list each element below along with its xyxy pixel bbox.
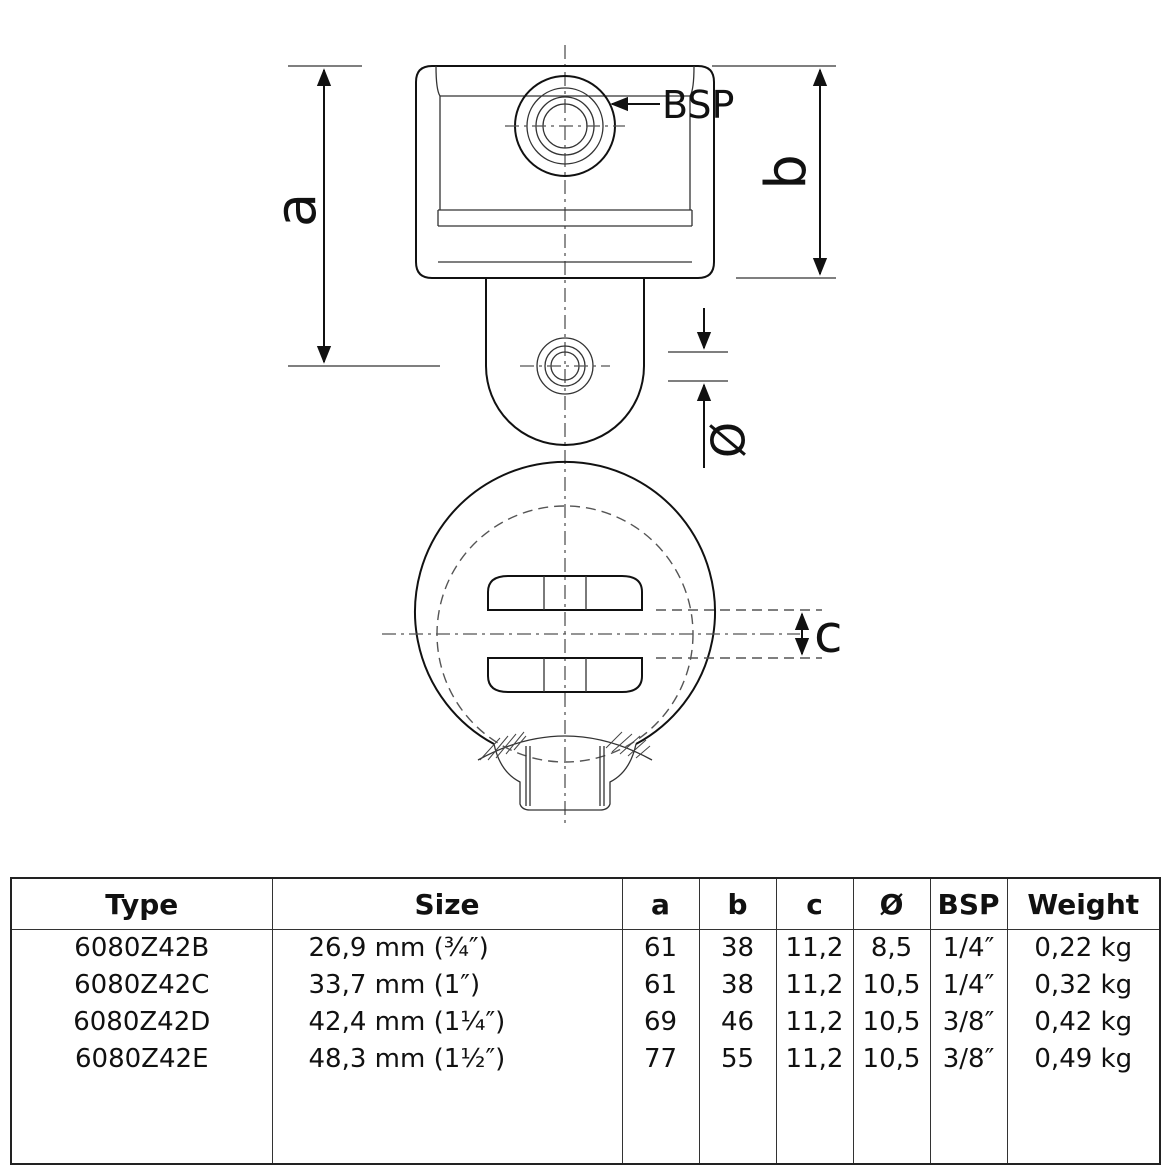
table-row: 6080Z42D 42,4 mm (1¼″) 69 46 11,2 10,5 3… xyxy=(12,1004,1159,1041)
header-c: c xyxy=(775,879,853,930)
cell-size: 33,7 mm (1″) xyxy=(271,967,622,1004)
cell-type: 6080Z42E xyxy=(75,1044,209,1074)
empty-cell xyxy=(12,1078,272,1163)
cell-size: 48,3 mm (1½″) xyxy=(271,1041,622,1078)
header-b: b xyxy=(698,879,776,930)
cell-c: 11,2 xyxy=(775,929,853,967)
cell-b: 38 xyxy=(698,929,776,967)
dimension-a-label: a xyxy=(264,193,329,227)
empty-cell xyxy=(852,1078,930,1163)
dimension-b: b xyxy=(712,65,836,279)
cell-a: 77 xyxy=(621,1041,699,1078)
header-size: Size xyxy=(271,879,622,930)
spec-table: Type Size a b c Ø BSP Weight 6080Z42B 26… xyxy=(10,877,1161,1165)
cell-b: 38 xyxy=(698,967,776,1004)
empty-cell xyxy=(1006,1078,1159,1163)
cell-bsp: 3/8″ xyxy=(929,1004,1007,1041)
bsp-callout: BSP xyxy=(610,83,734,127)
cell-bsp: 1/4″ xyxy=(929,929,1007,967)
table-row: 6080Z42B 26,9 mm (¾″) 61 38 11,2 8,5 1/4… xyxy=(12,929,1159,967)
cell-b: 55 xyxy=(698,1041,776,1078)
dimension-diameter: Ø xyxy=(668,308,756,468)
header-diameter: Ø xyxy=(852,879,930,930)
cell-weight: 0,42 kg xyxy=(1006,1004,1159,1041)
cell-b: 46 xyxy=(698,1004,776,1041)
cell-a: 61 xyxy=(621,929,699,967)
empty-cell xyxy=(621,1078,699,1163)
cell-c: 11,2 xyxy=(775,967,853,1004)
table-row: 6080Z42C 33,7 mm (1″) 61 38 11,2 10,5 1/… xyxy=(12,967,1159,1004)
table-filler-row xyxy=(12,1078,1159,1163)
cell-bsp: 1/4″ xyxy=(929,967,1007,1004)
cell-diameter: 10,5 xyxy=(852,967,930,1004)
cell-c: 11,2 xyxy=(775,1041,853,1078)
empty-cell xyxy=(775,1078,853,1163)
dimension-c-label: c xyxy=(814,605,843,665)
lug-outline xyxy=(485,278,645,446)
empty-cell xyxy=(698,1078,776,1163)
empty-cell xyxy=(929,1078,1007,1163)
hatching xyxy=(479,731,651,761)
cell-a: 61 xyxy=(621,967,699,1004)
dimension-c: c xyxy=(656,605,843,665)
header-type: Type xyxy=(12,879,272,930)
cell-type: 6080Z42B xyxy=(74,933,210,963)
dimension-b-label: b xyxy=(754,154,819,190)
cell-diameter: 8,5 xyxy=(852,929,930,967)
front-view xyxy=(415,65,715,446)
header-weight: Weight xyxy=(1006,879,1159,930)
cell-size: 42,4 mm (1¼″) xyxy=(271,1004,622,1041)
cell-size: 26,9 mm (¾″) xyxy=(271,929,622,967)
dimension-a: a xyxy=(264,65,440,367)
bsp-label: BSP xyxy=(662,83,734,127)
cell-a: 69 xyxy=(621,1004,699,1041)
technical-drawing: a b BSP Ø xyxy=(264,45,843,828)
cell-type: 6080Z42D xyxy=(73,1007,211,1037)
cell-weight: 0,49 kg xyxy=(1006,1041,1159,1078)
cell-bsp: 3/8″ xyxy=(929,1041,1007,1078)
cell-diameter: 10,5 xyxy=(852,1041,930,1078)
cell-weight: 0,22 kg xyxy=(1006,929,1159,967)
cell-c: 11,2 xyxy=(775,1004,853,1041)
empty-cell xyxy=(271,1078,622,1163)
table-header-row: Type Size a b c Ø BSP Weight xyxy=(12,879,1159,930)
header-bsp: BSP xyxy=(929,879,1007,930)
header-a: a xyxy=(621,879,699,930)
cell-type: 6080Z42C xyxy=(74,970,210,1000)
diameter-label: Ø xyxy=(702,422,756,458)
table-row: 6080Z42E 48,3 mm (1½″) 77 55 11,2 10,5 3… xyxy=(12,1041,1159,1078)
cell-weight: 0,32 kg xyxy=(1006,967,1159,1004)
top-view xyxy=(382,460,800,811)
cell-diameter: 10,5 xyxy=(852,1004,930,1041)
